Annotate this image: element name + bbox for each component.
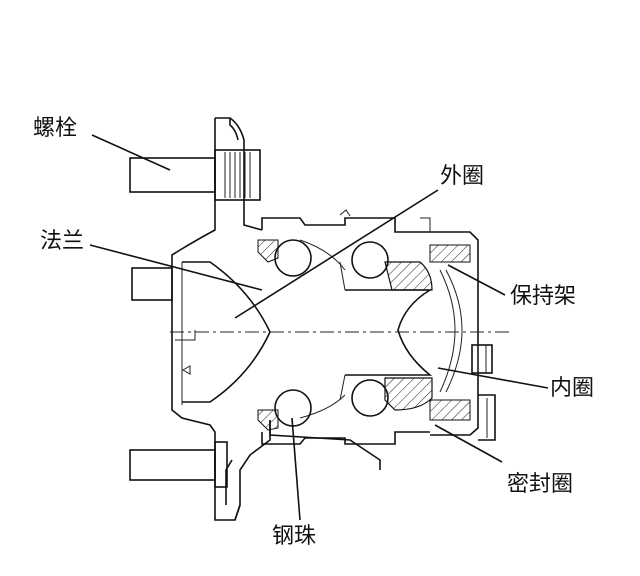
label-flange: 法兰 — [40, 229, 84, 254]
outer-ring — [261, 209, 430, 470]
flange-plate — [171, 117, 271, 521]
bottom-bolt — [129, 441, 228, 488]
label-steel-ball: 钢珠 — [272, 524, 316, 549]
steel-balls — [274, 239, 389, 427]
left-seals — [257, 239, 279, 431]
middle-bolt — [131, 267, 173, 301]
leader-lines — [89, 134, 549, 521]
end-cap — [420, 217, 496, 441]
label-bolt: 螺栓 — [33, 116, 77, 141]
label-seal: 密封圈 — [507, 472, 573, 497]
label-outer-ring: 外圈 — [440, 164, 484, 189]
label-inner-ring: 内圈 — [550, 376, 594, 401]
top-bolt — [129, 149, 261, 201]
inner-ring — [339, 261, 433, 411]
label-cage: 保持架 — [510, 284, 576, 309]
